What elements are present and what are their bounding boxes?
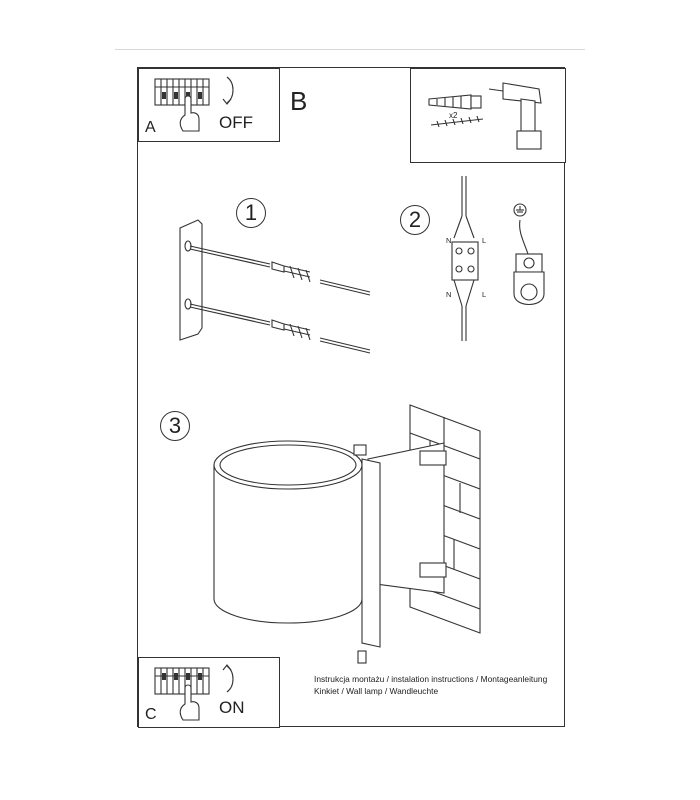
step-2-wiring-terminal-illustration (451, 176, 479, 341)
quantity-label: x2 (449, 111, 458, 120)
panel-c-letter: C (145, 706, 157, 723)
wall-plug-icon (428, 94, 482, 110)
step-3-marker: 3 (160, 411, 190, 441)
ground-connection-illustration (513, 203, 545, 306)
wire-live-top: L (482, 236, 487, 245)
panel-a-power-off: A OFF (138, 68, 280, 142)
wire-live-bottom: L (482, 290, 487, 299)
drill-icon (488, 82, 542, 150)
wire-neutral-top: N (446, 236, 452, 245)
caption-line-1: Instrukcja montażu / instalation instruc… (314, 674, 548, 684)
instruction-sheet: A OFF B x2 1 (137, 67, 566, 728)
ground-symbol-icon (513, 203, 527, 217)
circuit-breaker-on-icon (154, 664, 234, 721)
step-3-lamp-installation-illustration (213, 404, 481, 664)
cylinder-lamp-icon (213, 440, 381, 648)
circuit-breaker-off-icon (154, 76, 234, 132)
wire-neutral-bottom: N (446, 290, 452, 299)
step-1-marker: 1 (236, 198, 266, 228)
screw-icon (430, 115, 484, 128)
panel-b-tools: x2 (410, 68, 566, 163)
caption-line-2: Kinkiet / Wall lamp / Wandleuchte (314, 685, 439, 696)
panel-c-on-label: ON (219, 698, 245, 717)
panel-a-letter: A (145, 119, 156, 136)
panel-a-off-label: OFF (219, 113, 253, 132)
step-1-bracket-mounting-illustration (179, 219, 371, 354)
panel-b-letter: B (290, 86, 308, 116)
panel-c-power-on: C ON (138, 657, 280, 728)
step-2-marker: 2 (400, 205, 430, 235)
top-divider (115, 49, 585, 50)
instruction-caption: Instrukcja montażu / instalation instruc… (314, 674, 547, 697)
